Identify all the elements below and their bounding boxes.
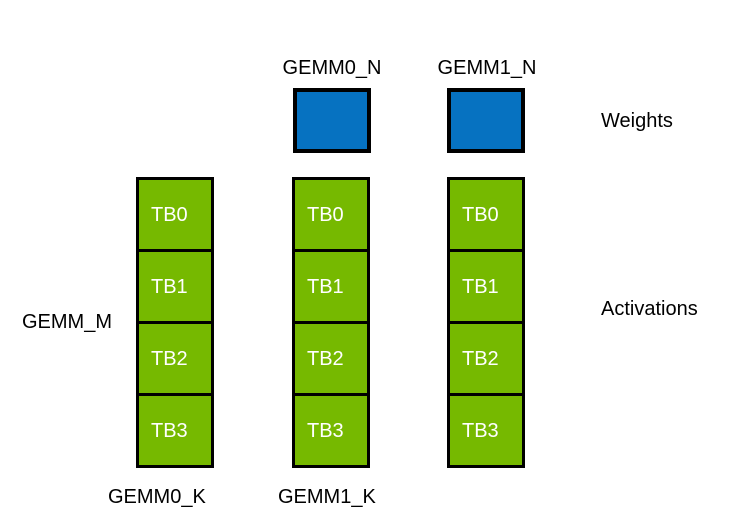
activation-cell-label: TB2 [307, 347, 344, 370]
activation-cell-label: TB3 [462, 419, 499, 442]
activation-cell: TB3 [447, 393, 525, 468]
activation-cell-label: TB0 [462, 203, 499, 226]
gemm1-k-label: GEMM1_K [278, 486, 376, 508]
gemm0-weight-tile [293, 88, 371, 153]
activation-cell-label: TB3 [307, 419, 344, 442]
activation-cell: TB3 [292, 393, 370, 468]
gemm1-weight-tile [447, 88, 525, 153]
gemm0-n-header-line1: GEMM0_N [282, 57, 382, 79]
activation-cell-label: TB1 [151, 275, 188, 298]
gemm-m-label: GEMM_M [22, 311, 112, 333]
activation-column-2: TB0 TB1 TB2 TB3 [447, 177, 525, 468]
activation-cell-label: TB0 [151, 203, 188, 226]
gemm1-n-header-line1: GEMM1_N [437, 57, 537, 79]
activation-cell: TB1 [447, 249, 525, 324]
activation-cell-label: TB2 [151, 347, 188, 370]
activation-cell-label: TB3 [151, 419, 188, 442]
activation-cell: TB0 [292, 177, 370, 252]
gemm0-k-label: GEMM0_K [108, 486, 206, 508]
weights-row-label: Weights [601, 110, 673, 132]
activation-cell: TB1 [136, 249, 214, 324]
activation-column-1: TB0 TB1 TB2 TB3 [292, 177, 370, 468]
activation-cell: TB1 [292, 249, 370, 324]
activations-row-label: Activations [601, 298, 698, 320]
activation-cell: TB2 [292, 321, 370, 396]
activation-column-0: TB0 TB1 TB2 TB3 [136, 177, 214, 468]
activation-cell-label: TB2 [462, 347, 499, 370]
activation-cell: TB3 [136, 393, 214, 468]
activation-cell: TB0 [136, 177, 214, 252]
activation-cell-label: TB1 [462, 275, 499, 298]
activation-cell: TB2 [447, 321, 525, 396]
activation-cell: TB2 [136, 321, 214, 396]
activation-cell: TB0 [447, 177, 525, 252]
activation-cell-label: TB1 [307, 275, 344, 298]
activation-cell-label: TB0 [307, 203, 344, 226]
